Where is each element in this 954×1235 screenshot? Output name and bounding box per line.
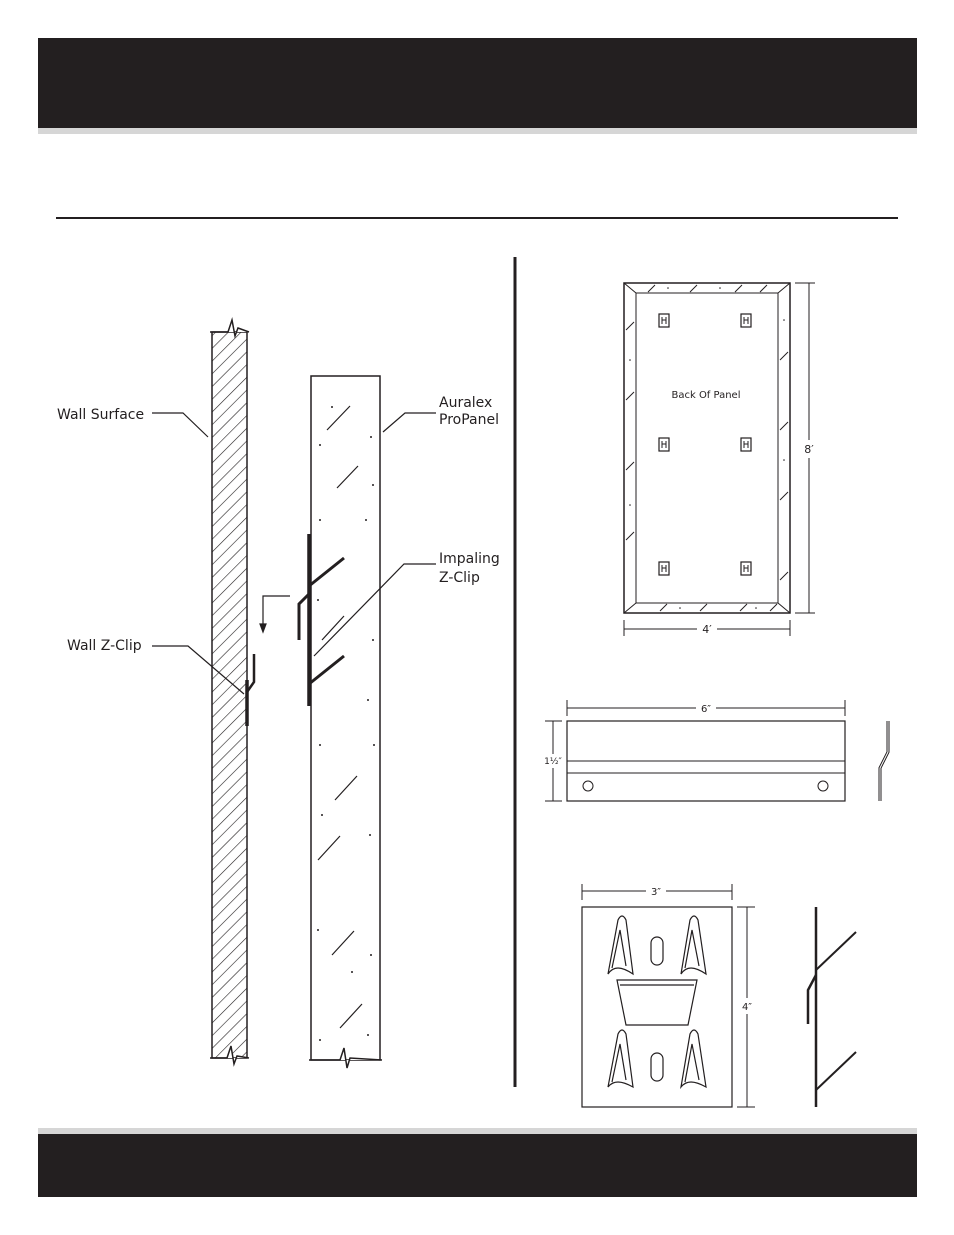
wall-section bbox=[210, 320, 249, 1064]
panel-back-drawing bbox=[624, 283, 790, 613]
impaling-label-line1: Impaling bbox=[439, 551, 500, 567]
impaling-label-line2: Z-Clip bbox=[439, 570, 480, 586]
down-arrow-icon bbox=[260, 596, 290, 632]
wall-zclip-label: Wall Z-Clip bbox=[67, 638, 142, 654]
auralex-label-line1: Auralex bbox=[439, 395, 492, 411]
propanel-section bbox=[309, 376, 382, 1068]
wall-clip-front-drawing bbox=[567, 721, 845, 801]
wall-surface-label: Wall Surface bbox=[57, 407, 144, 423]
panel-width-label: 4′ bbox=[702, 623, 712, 636]
impaling-clip-height-label: 4″ bbox=[742, 1002, 752, 1013]
impaling-clip-profile bbox=[808, 907, 856, 1107]
leader-lines bbox=[152, 413, 436, 694]
impaling-clip-front-drawing bbox=[582, 907, 732, 1107]
auralex-label-line2: ProPanel bbox=[439, 412, 499, 428]
panel-height-label: 8′ bbox=[804, 443, 814, 456]
wall-zclip-section bbox=[247, 654, 254, 726]
wall-clip-height-label: 1½″ bbox=[544, 757, 562, 767]
back-of-panel-label: Back Of Panel bbox=[671, 390, 740, 401]
impaling-clip-width-label: 3″ bbox=[651, 887, 661, 898]
wall-clip-width-label: 6″ bbox=[701, 704, 711, 715]
